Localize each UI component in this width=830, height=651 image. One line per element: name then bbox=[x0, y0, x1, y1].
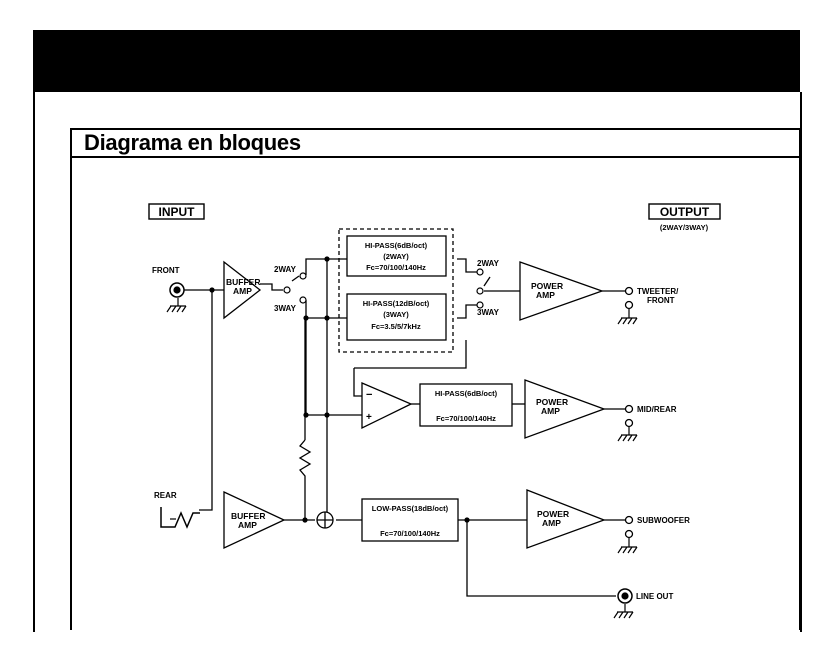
hp3-label-1: HI-PASS(6dB/oct) bbox=[435, 389, 498, 398]
wire-switch1-2way bbox=[305, 258, 347, 275]
switch-2-blade bbox=[483, 276, 491, 287]
ground-icon bbox=[613, 604, 634, 619]
switch-1-2way-label: 2WAY bbox=[274, 265, 297, 274]
power-amp-front-label-2: AMP bbox=[536, 290, 555, 300]
rear-label: REAR bbox=[154, 491, 177, 500]
buffer-amp-rear-label-2: AMP bbox=[238, 520, 257, 530]
ground-icon bbox=[617, 309, 638, 325]
wire-hp1-out bbox=[457, 258, 478, 273]
output-lineout-label: LINE OUT bbox=[636, 592, 673, 601]
wire-hp2-out bbox=[457, 304, 478, 319]
ground-terminal-tweeter bbox=[624, 300, 634, 310]
power-amp-sub bbox=[526, 489, 606, 549]
hi-pass-block-3way bbox=[346, 293, 447, 341]
lp-label-1: LOW-PASS(18dB/oct) bbox=[372, 504, 449, 513]
power-amp-sub-label-2: AMP bbox=[542, 518, 561, 528]
buffer-amp-front-label-2: AMP bbox=[233, 286, 252, 296]
output-label-box bbox=[648, 203, 721, 220]
junction-dot bbox=[303, 315, 309, 321]
switch-2-3way-contact bbox=[476, 301, 484, 309]
buffer-amp-front-label-1: BUFFER bbox=[226, 277, 260, 287]
hi-pass-block-mid bbox=[419, 383, 513, 427]
junction-dot bbox=[303, 412, 309, 418]
junction-dot bbox=[209, 287, 215, 293]
buffer-amp-front bbox=[223, 260, 262, 320]
op-amp bbox=[361, 382, 413, 430]
power-amp-rear bbox=[524, 379, 606, 439]
output-tweeter-label-2: FRONT bbox=[647, 296, 675, 305]
summing-junction bbox=[316, 511, 334, 529]
hp1-label-3: Fc=70/100/140Hz bbox=[366, 263, 426, 272]
switch-1-blade bbox=[291, 275, 300, 282]
ground-icon bbox=[617, 538, 638, 554]
input-label-box bbox=[148, 203, 205, 220]
lineout-rca-jack bbox=[617, 588, 633, 604]
switch-1-common bbox=[283, 286, 291, 294]
junction-dot bbox=[324, 256, 330, 262]
page-frame bbox=[33, 92, 802, 632]
lp-label-2: Fc=70/100/140Hz bbox=[380, 529, 440, 538]
front-label: FRONT bbox=[152, 266, 180, 275]
hp2-label-3: Fc=3.5/5/7kHz bbox=[371, 322, 421, 331]
output-subwoofer-label: SUBWOOFER bbox=[637, 516, 690, 525]
section-title-row bbox=[70, 128, 799, 158]
output-terminal-tweeter bbox=[624, 286, 634, 296]
ground-icons bbox=[166, 298, 638, 619]
wire-feedback bbox=[354, 340, 467, 369]
buffer-amp-rear bbox=[223, 490, 286, 550]
output-terminal-sub bbox=[624, 515, 634, 525]
switch-contacts bbox=[283, 268, 484, 309]
wire-opamp-minus-in bbox=[353, 368, 362, 397]
switch-2-2way-contact bbox=[476, 268, 484, 276]
section-box bbox=[70, 128, 801, 630]
input-label: INPUT bbox=[159, 205, 196, 219]
hp2-label-1: HI-PASS(12dB/oct) bbox=[363, 299, 430, 308]
switch-2-2way-label: 2WAY bbox=[477, 259, 500, 268]
op-amp-minus: − bbox=[366, 389, 372, 401]
hi-pass-block-2way bbox=[346, 235, 447, 277]
junction-dot bbox=[324, 412, 330, 418]
wire-front-to-rear-branch bbox=[199, 290, 213, 511]
low-pass-block bbox=[361, 498, 459, 542]
output-tweeter-label-1: TWEETER/ bbox=[637, 287, 679, 296]
power-amp-rear-label-1: POWER bbox=[536, 397, 568, 407]
ground-terminal-sub bbox=[624, 529, 634, 539]
wire-lineout bbox=[466, 520, 616, 597]
hp2-label-2: (3WAY) bbox=[383, 310, 409, 319]
op-amp-plus: + bbox=[366, 412, 372, 423]
buffer-amp-rear-label-1: BUFFER bbox=[231, 511, 265, 521]
hp1-label-1: HI-PASS(6dB/oct) bbox=[365, 241, 428, 250]
ground-icon bbox=[166, 298, 187, 313]
switch-2-common bbox=[476, 287, 484, 295]
wire-buffer1-out bbox=[260, 283, 283, 291]
hp1-label-2: (2WAY) bbox=[383, 252, 409, 261]
switch-1-2way-contact bbox=[299, 272, 307, 280]
section-title: Diagrama en bloques bbox=[84, 130, 301, 155]
hi-pass-enclosure bbox=[338, 228, 454, 353]
power-amp-front-label-1: POWER bbox=[531, 281, 563, 291]
output-terminal-midrear bbox=[624, 404, 634, 414]
power-amp-sub-label-1: POWER bbox=[537, 509, 569, 519]
output-midrear-label: MID/REAR bbox=[637, 405, 677, 414]
ground-terminal-midrear bbox=[624, 418, 634, 428]
output-label: OUTPUT bbox=[660, 205, 710, 219]
switch-1-3way-contact bbox=[299, 296, 307, 304]
hp3-label-2: Fc=70/100/140Hz bbox=[436, 414, 496, 423]
ground-icon bbox=[617, 427, 638, 442]
header-bar bbox=[33, 30, 800, 92]
front-rca-jack bbox=[169, 282, 185, 298]
resistor bbox=[298, 439, 312, 520]
junction-dot bbox=[464, 517, 470, 523]
junction-dot bbox=[324, 315, 330, 321]
output-sub-label: (2WAY/3WAY) bbox=[660, 223, 709, 232]
switch-2-3way-label: 3WAY bbox=[477, 308, 500, 317]
junctions bbox=[209, 256, 470, 523]
rear-connector bbox=[160, 507, 200, 529]
switch-1-3way-label: 3WAY bbox=[274, 304, 297, 313]
power-amp-rear-label-2: AMP bbox=[541, 406, 560, 416]
junction-dot bbox=[302, 517, 308, 523]
power-amp-front bbox=[519, 261, 604, 321]
